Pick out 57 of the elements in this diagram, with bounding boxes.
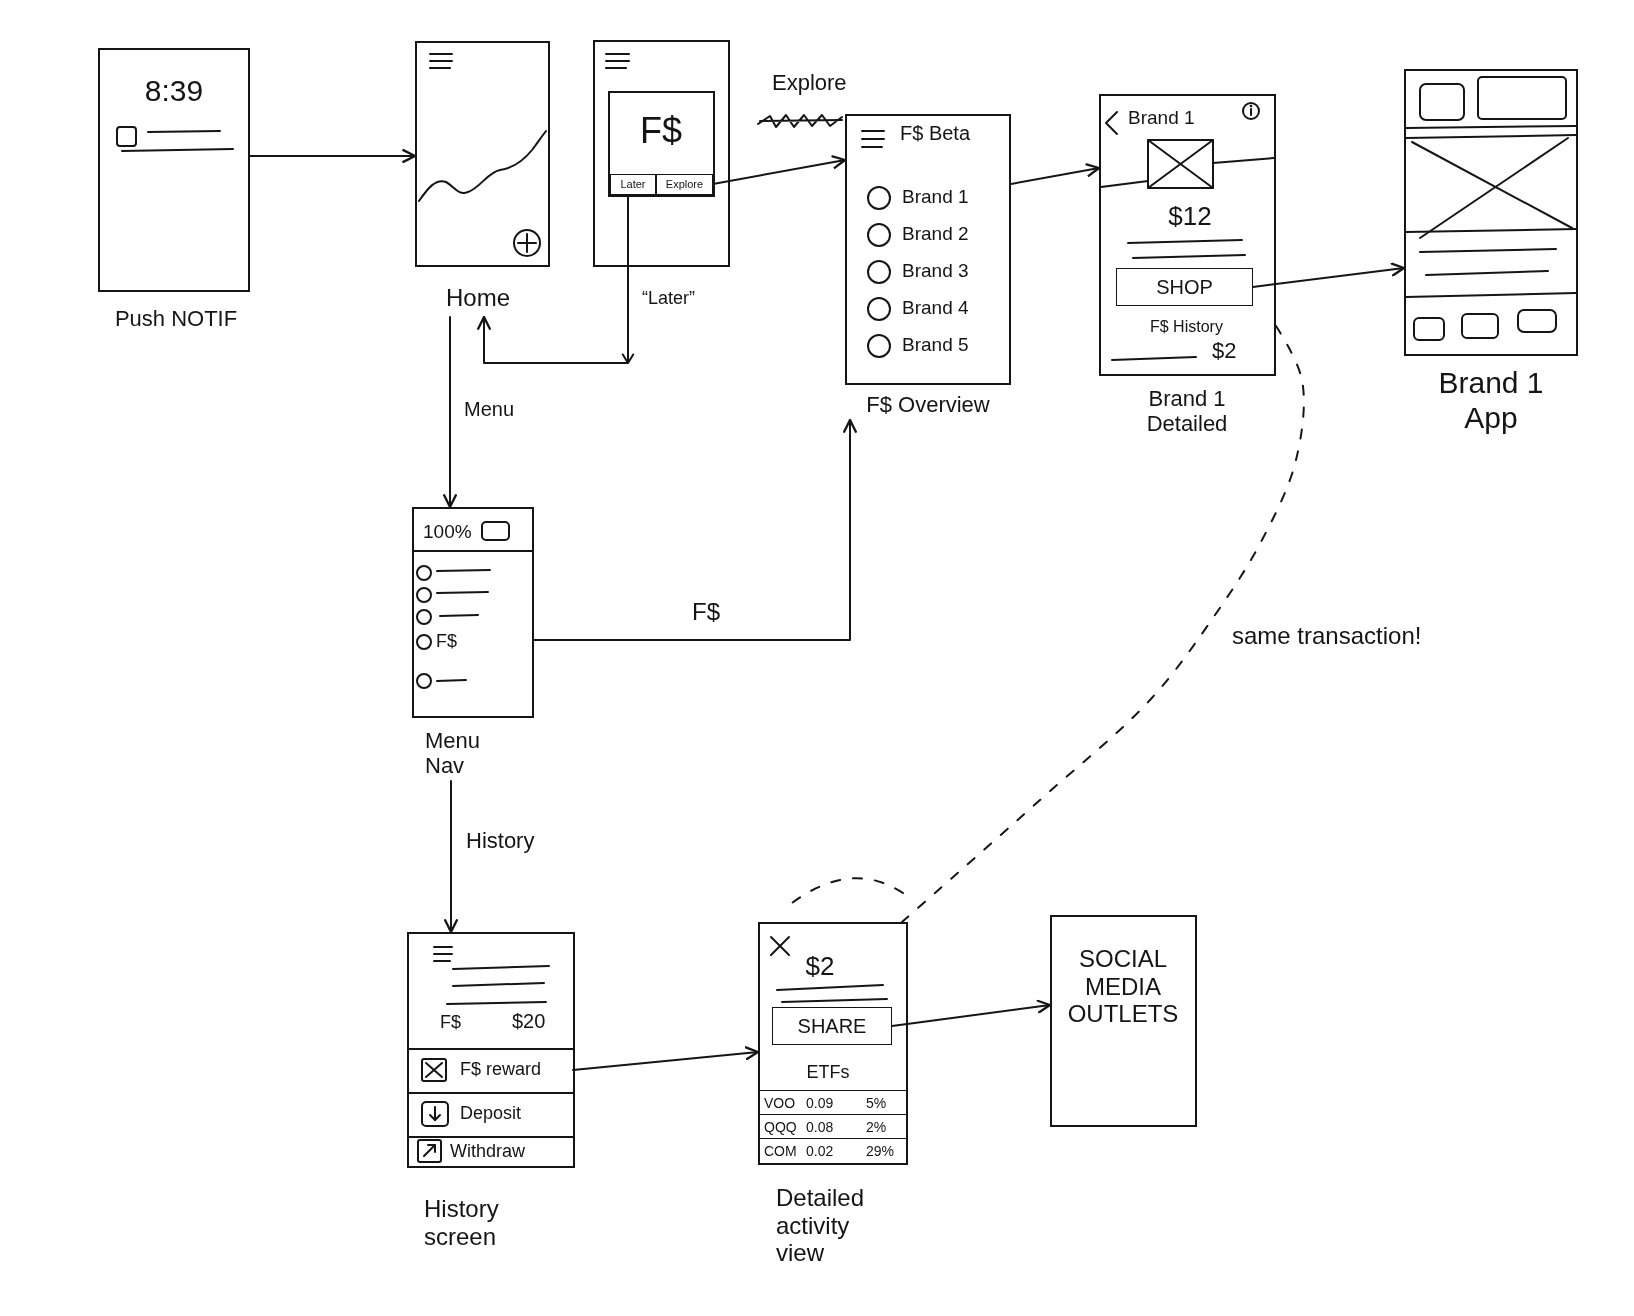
list-item-label: Brand 2 (902, 223, 969, 245)
percent-text: 2% (866, 1118, 887, 1135)
row-label: Deposit (460, 1103, 522, 1124)
arrow (891, 999, 1052, 1027)
screen-caption: F$ Overview (866, 392, 990, 418)
screen-caption: Detailed activity view (776, 1184, 866, 1267)
balance-label: F$ (440, 1012, 461, 1033)
list-item-label: Brand 5 (902, 334, 969, 356)
screen-text: SOCIAL MEDIA OUTLETS (1066, 945, 1180, 1028)
ratio-text: 0.02 (806, 1142, 834, 1159)
row-label: F$ reward (460, 1059, 542, 1080)
list-item-label: Brand 1 (902, 186, 969, 208)
screen-caption: Brand 1 App (1437, 366, 1545, 435)
row-label: Withdraw (450, 1141, 525, 1162)
screen-caption: Push NOTIF (114, 306, 238, 332)
menu-item-label: F$ (436, 631, 457, 652)
screen-caption: Brand 1 Detailed (1145, 386, 1229, 437)
action-button: SHOP (1116, 268, 1253, 306)
screen-caption: Home (446, 284, 510, 312)
ticker-text: COM (764, 1142, 797, 1159)
screen-title: Brand 1 (1128, 107, 1195, 129)
action-button: SHARE (772, 1007, 892, 1045)
ticker-text: QQQ (764, 1118, 797, 1135)
arrow (1010, 163, 1101, 185)
list-item-label: Brand 3 (902, 260, 969, 282)
percent-text: 5% (866, 1094, 887, 1111)
ticker-text: VOO (764, 1094, 796, 1111)
arrow (572, 1046, 760, 1071)
ratio-text: 0.08 (806, 1118, 834, 1135)
ratio-text: 0.09 (806, 1094, 834, 1111)
arrow (249, 149, 417, 163)
arrow (444, 780, 458, 934)
price-text: $2 (1212, 338, 1237, 364)
screen-caption: Menu Nav (425, 728, 482, 779)
dialog-button: Explore (656, 174, 713, 195)
price-text: $12 (1168, 202, 1212, 232)
app-title: F$ Beta (900, 122, 971, 145)
table-row (760, 1114, 906, 1138)
arrow (477, 194, 635, 364)
dialog-button: Later (610, 174, 656, 195)
dialog-title: F$ (640, 110, 682, 152)
history-label: F$ History (1150, 318, 1223, 337)
list-item-label: Brand 4 (902, 297, 969, 319)
percent-text: 29% (866, 1142, 895, 1159)
arrow (443, 316, 457, 509)
clock-time: 8:39 (144, 74, 204, 109)
section-title: ETFs (806, 1062, 850, 1083)
dialog-box (608, 91, 715, 197)
phone-screen (593, 40, 730, 267)
arrow (712, 155, 847, 185)
arrow (1252, 262, 1406, 288)
arrow (533, 418, 857, 641)
screen-caption: History screen (424, 1195, 500, 1251)
price-text: $2 (805, 952, 835, 982)
battery-percent: 100% (423, 521, 472, 543)
price-text: $20 (512, 1010, 546, 1033)
phone-screen (1050, 915, 1197, 1127)
